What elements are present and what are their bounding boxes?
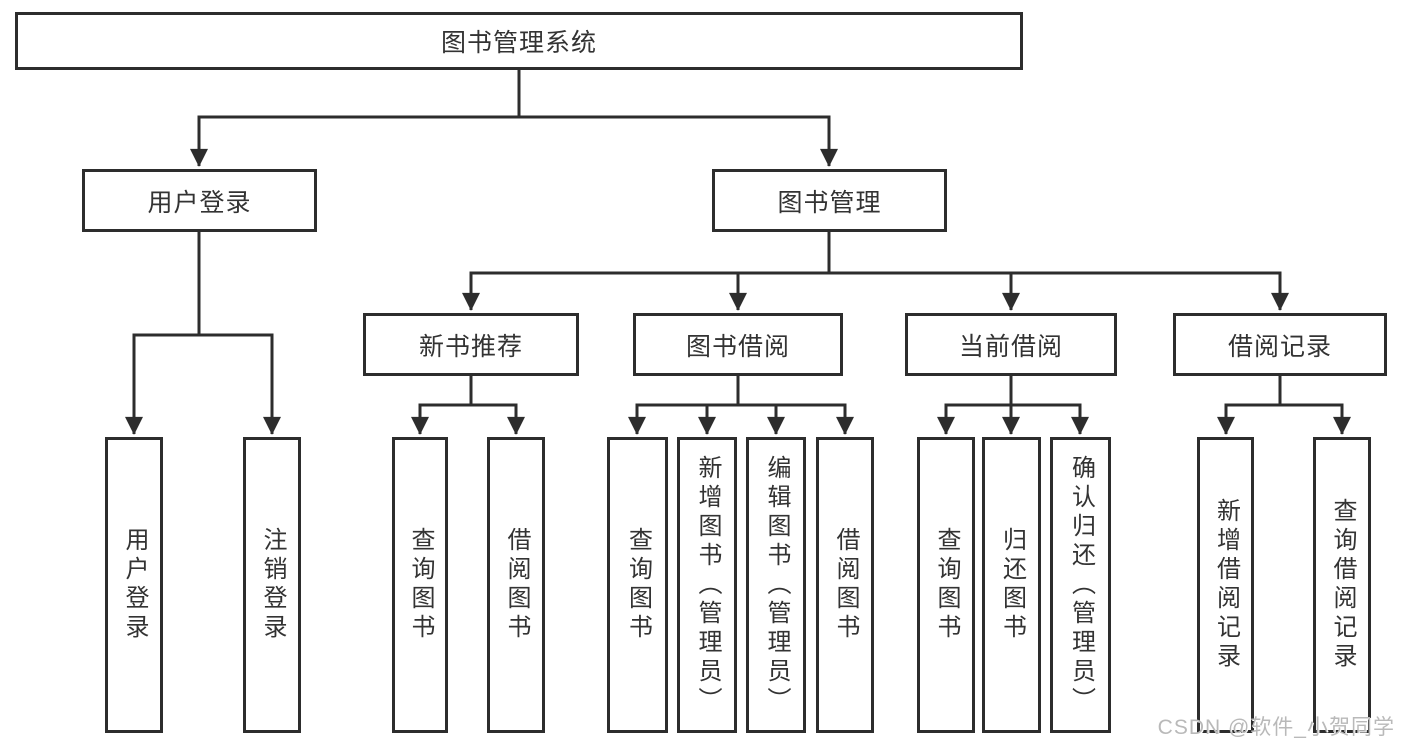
node-label: 图书借阅: [685, 332, 790, 361]
node-label: 查询借阅记录: [1329, 498, 1356, 672]
leaf-bw-borrow-books: 借阅图书: [816, 437, 874, 733]
leaf-bw-query-books: 查询图书: [607, 437, 668, 733]
node-label: 新增借阅记录: [1212, 498, 1240, 672]
leaf-logout: 注销登录: [243, 437, 301, 733]
csdn-watermark: CSDN @软件_小贺同学: [1157, 716, 1395, 739]
node-label: 查询图书: [624, 527, 652, 643]
node-label: 归还图书: [998, 527, 1026, 643]
node-label: 借阅记录: [1227, 332, 1332, 361]
node-label: 用户登录: [121, 527, 148, 643]
connector-current-spine: [944, 376, 1082, 407]
node-label: 编辑图书（管理员）: [763, 454, 790, 716]
leaf-bw-add-books-admin: 新增图书（管理员）: [677, 437, 737, 733]
node-label: 借阅图书: [503, 527, 530, 643]
connector-newbooks-spine: [418, 376, 518, 407]
leaf-cu-confirm-return-admin: 确认归还（管理员）: [1050, 437, 1111, 733]
leaf-cu-return-books: 归还图书: [982, 437, 1041, 733]
leaf-nb-borrow-books: 借阅图书: [487, 437, 545, 733]
connector-userlogin-spine: [132, 232, 274, 337]
node-label: 新书推荐: [418, 332, 523, 361]
node-label: 用户登录: [147, 188, 252, 217]
connector-root-spine: [197, 70, 831, 119]
leaf-bw-edit-books-admin: 编辑图书（管理员）: [746, 437, 806, 733]
connector-borrowing-spine: [635, 376, 847, 407]
leaf-user-login: 用户登录: [105, 437, 163, 733]
connector-bookmgmt-spine: [469, 232, 1282, 275]
connector-records-spine: [1224, 376, 1344, 407]
node-label: 借阅图书: [832, 527, 859, 643]
node-label: 当前借阅: [958, 332, 1063, 361]
node-new-book-recommend: 新书推荐: [363, 313, 579, 376]
node-label: 确认归还（管理员）: [1067, 454, 1095, 716]
node-borrowing-records: 借阅记录: [1173, 313, 1387, 376]
node-label: 新增图书（管理员）: [694, 454, 721, 716]
node-label: 查询图书: [933, 527, 960, 643]
leaf-rc-query-record: 查询借阅记录: [1313, 437, 1371, 733]
node-user-login: 用户登录: [82, 169, 317, 232]
leaf-rc-add-record: 新增借阅记录: [1197, 437, 1254, 733]
node-current-borrowing: 当前借阅: [905, 313, 1117, 376]
node-label: 查询图书: [407, 527, 434, 643]
leaf-cu-query-books: 查询图书: [917, 437, 975, 733]
node-book-borrowing: 图书借阅: [633, 313, 843, 376]
node-label: 注销登录: [259, 527, 286, 643]
node-book-management: 图书管理: [712, 169, 947, 232]
node-label: 图书管理系统: [440, 29, 597, 57]
node-label: 图书管理: [777, 188, 882, 217]
node-system-root: 图书管理系统: [15, 12, 1023, 70]
leaf-nb-query-books: 查询图书: [392, 437, 448, 733]
